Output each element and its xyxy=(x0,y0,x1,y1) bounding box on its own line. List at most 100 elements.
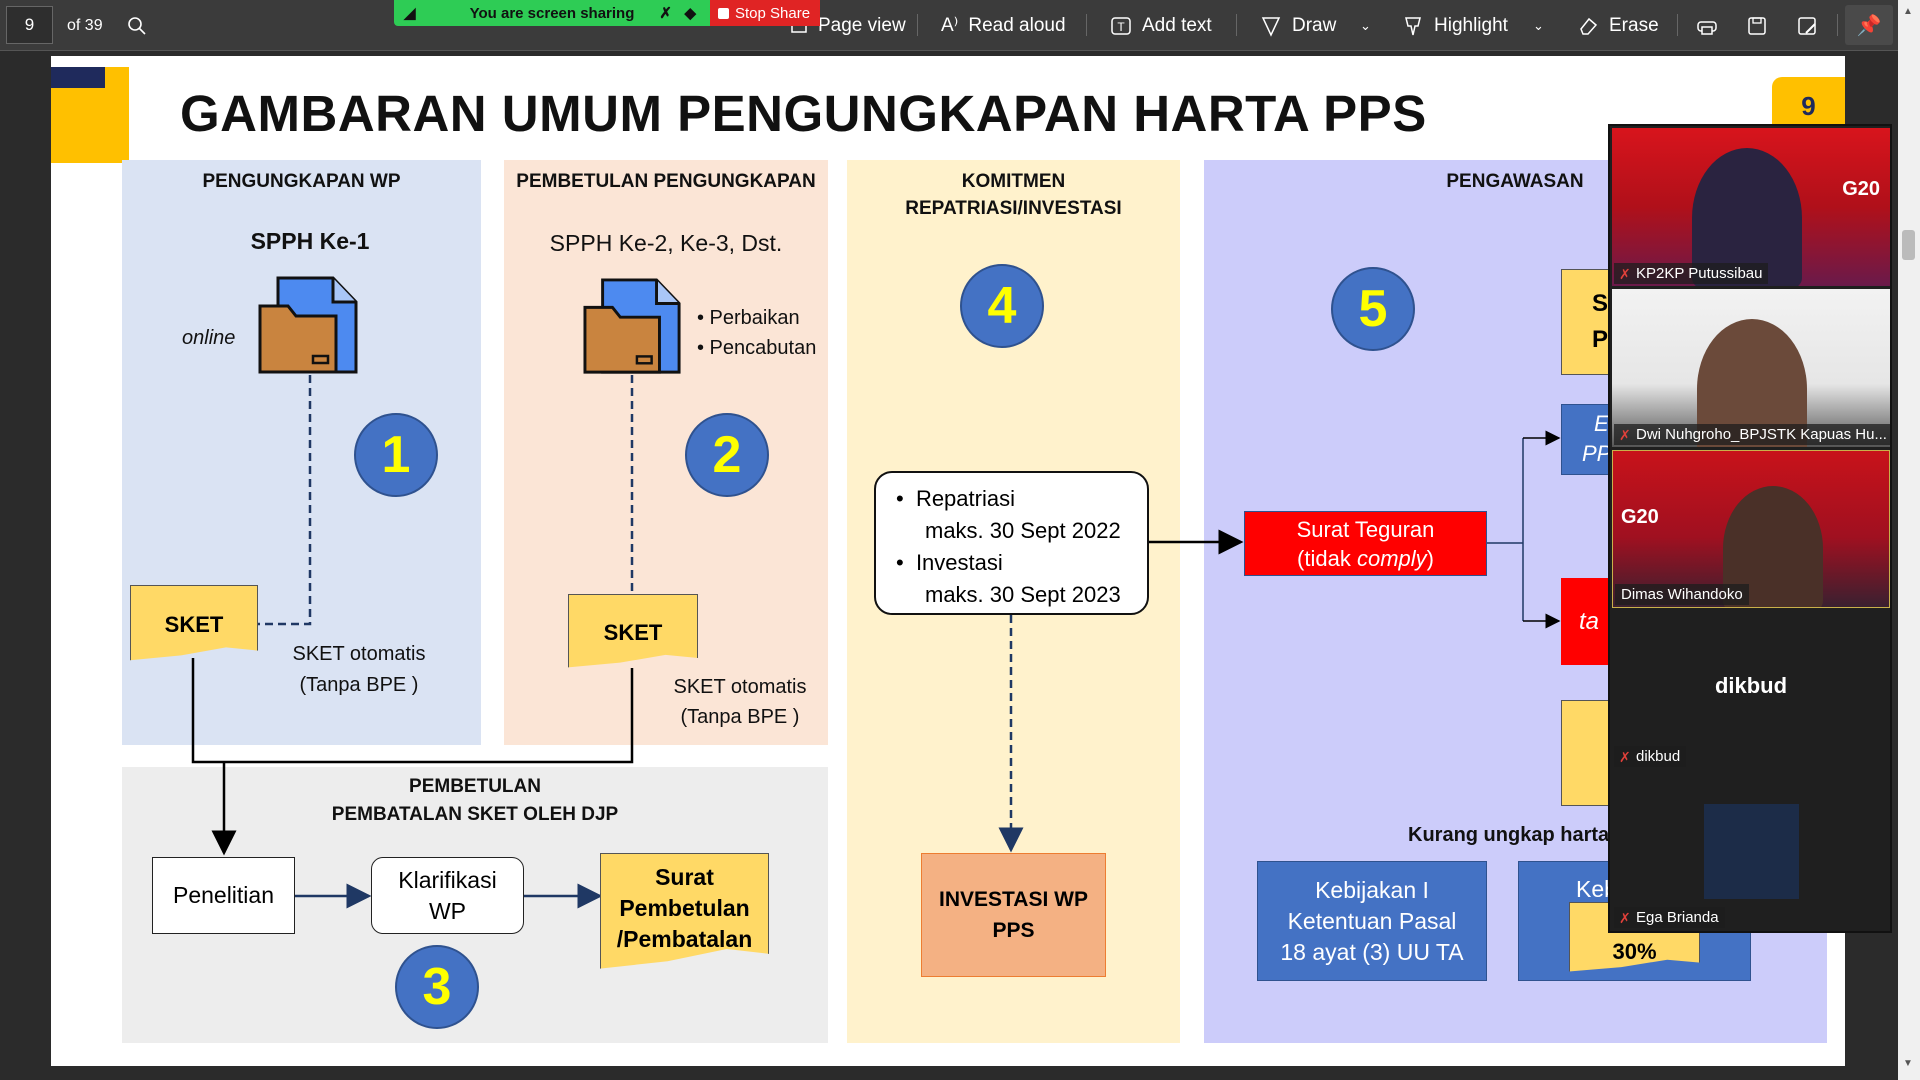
divider xyxy=(1086,14,1087,36)
participant-avatar-name: dikbud xyxy=(1714,673,1788,698)
g20-logo: G20 xyxy=(1621,506,1659,528)
stop-icon xyxy=(718,7,729,19)
search-button[interactable] xyxy=(127,0,147,51)
search-icon xyxy=(128,16,146,35)
highlight-label: Highlight xyxy=(1434,14,1508,36)
highlight-options-chevron-icon[interactable]: ⌄ xyxy=(1533,17,1544,33)
online-label: online xyxy=(182,327,236,349)
divider xyxy=(917,14,918,36)
tidak-text: (tidak xyxy=(1297,545,1357,571)
partial-text: E xyxy=(1594,411,1609,436)
partial-text: PP xyxy=(1582,441,1612,466)
sket-otomatis-note: SKET otomatis xyxy=(673,676,807,698)
read-aloud-icon: A⁾ xyxy=(941,15,959,36)
eraser-icon xyxy=(1580,17,1598,35)
document-folder-icon xyxy=(258,276,358,374)
participant-name: ✗Ega Brianda xyxy=(1614,907,1725,928)
save-as-icon xyxy=(1798,16,1816,35)
step-5-badge: 5 xyxy=(1331,267,1415,351)
decorative-navy-block xyxy=(51,67,105,88)
participant-tile[interactable]: ✗ Dwi Nuhgroho_BPJSTK Kapuas Hu... xyxy=(1612,289,1890,447)
kurang-ungkap-harta-label: Kurang ungkap harta xyxy=(1408,824,1610,846)
sket-otomatis-note: SKET otomatis xyxy=(292,643,426,665)
kebijakan-label: Kebijakan I xyxy=(1315,876,1429,903)
participant-tile[interactable]: dikbud ✗ dikbud xyxy=(1612,611,1890,769)
slide-title: GAMBARAN UMUM PENGUNGKAPAN HARTA PPS xyxy=(180,85,1427,142)
repatriasi-label: Repatriasi xyxy=(915,486,1015,511)
participant-name: ✗ Dwi Nuhgroho_BPJSTK Kapuas Hu... xyxy=(1614,424,1890,445)
dashed-connector xyxy=(258,375,312,626)
surat-teguran-label: Surat Teguran xyxy=(1296,516,1435,542)
participant-tile[interactable]: G20 Dimas Wihandoko xyxy=(1612,450,1890,608)
highlight-button[interactable]: Highlight xyxy=(1402,0,1508,51)
tanpa-bpe-note: (Tanpa BPE ) xyxy=(680,706,800,728)
page-number-input[interactable]: 9 xyxy=(6,6,53,44)
investasi-wp-label: INVESTASI WP xyxy=(939,888,1088,911)
participant-video-panel[interactable]: G20 ✗ KP2KP Putussibau ✗ Dwi Nuhgroho_BPJS… xyxy=(1608,124,1892,933)
draw-button[interactable]: Draw xyxy=(1260,0,1336,51)
list-item: • Investasi xyxy=(896,550,1003,575)
pembetulan-label: Pembetulan xyxy=(619,895,750,921)
connector-line xyxy=(191,658,634,764)
name-label: KP2KP Putussibau xyxy=(1636,265,1763,282)
participant-name: Dimas Wihandoko xyxy=(1615,584,1749,605)
read-aloud-button[interactable]: A⁾Read aloud xyxy=(941,0,1066,51)
bullet-perbaikan: • Perbaikan xyxy=(697,307,800,329)
page-number: 9 xyxy=(24,15,35,34)
list-item: • Repatriasi xyxy=(896,486,1015,511)
partial-text: P xyxy=(1592,326,1609,353)
comply-text: comply xyxy=(1356,545,1427,571)
save-button[interactable] xyxy=(1746,0,1768,51)
share-icon: ◢ xyxy=(404,5,416,22)
mic-muted-icon: ✗ xyxy=(1619,749,1631,765)
sket-document-1: SKET xyxy=(130,585,258,661)
spph-ke1: SPPH Ke-1 xyxy=(250,228,370,254)
page-view-label: Page view xyxy=(818,14,906,36)
ketentuan-label: Ketentuan Pasal xyxy=(1287,907,1457,934)
stop-share-label: Stop Share xyxy=(735,4,811,22)
investasi-label: Investasi xyxy=(915,550,1003,575)
add-text-label: Add text xyxy=(1142,14,1212,36)
penelitian-box: Penelitian xyxy=(152,857,295,934)
wp-label: WP xyxy=(428,897,467,924)
participant-tile[interactable]: G20 ✗KP2KP Putussibau xyxy=(1612,128,1890,286)
branch-line xyxy=(1487,438,1524,621)
screen-sharing-banner: ◢ You are screen sharing ✗ ◆ xyxy=(394,0,710,26)
divider xyxy=(1837,14,1838,36)
vertical-scrollbar[interactable]: ▲ ▼ xyxy=(1898,0,1920,1080)
mic-muted-icon[interactable]: ✗ xyxy=(659,5,672,22)
mic-muted-icon: ✗ xyxy=(1619,427,1631,443)
shield-icon: ◆ xyxy=(684,5,696,22)
pin-toolbar-button[interactable]: 📌 xyxy=(1845,5,1893,45)
scrollbar-thumb[interactable] xyxy=(1902,230,1915,260)
draw-options-chevron-icon[interactable]: ⌄ xyxy=(1360,17,1371,33)
header-pengungkapan-wp: PENGUNGKAPAN WP xyxy=(202,171,401,192)
highlight-icon xyxy=(1405,16,1421,35)
mic-muted-icon: ✗ xyxy=(1619,266,1631,282)
name-label: Ega Brianda xyxy=(1636,909,1719,926)
save-icon xyxy=(1748,16,1766,35)
name-label: dikbud xyxy=(1636,748,1681,765)
divider xyxy=(1236,14,1237,36)
scroll-down-icon[interactable]: ▼ xyxy=(1903,1058,1913,1069)
scroll-up-icon[interactable]: ▲ xyxy=(1903,6,1913,17)
erase-button[interactable]: Erase xyxy=(1577,0,1659,51)
surat-label: Surat xyxy=(655,864,714,890)
komitmen-deadline-box: • Repatriasi maks. 30 Sept 2022 • Invest… xyxy=(874,471,1149,615)
rate-30-percent: 30% xyxy=(1612,939,1657,964)
tidak-comply-label: (tidak comply) xyxy=(1297,544,1434,573)
erase-label: Erase xyxy=(1609,14,1659,36)
page-total: of 39 xyxy=(67,16,103,34)
save-as-button[interactable] xyxy=(1796,0,1818,51)
stop-share-button[interactable]: Stop Share xyxy=(710,0,820,26)
divider xyxy=(1677,14,1678,36)
pembatalan-label: /Pembatalan xyxy=(616,926,753,952)
participant-tile[interactable]: ✗Ega Brianda xyxy=(1612,772,1890,930)
share-banner-text: You are screen sharing xyxy=(469,4,635,22)
header-pengawasan: PENGAWASAN xyxy=(1446,171,1584,192)
print-button[interactable] xyxy=(1696,0,1718,51)
name-label: Dwi Nuhgroho_BPJSTK Kapuas Hu... xyxy=(1636,426,1887,443)
step-1-badge: 1 xyxy=(354,413,438,497)
